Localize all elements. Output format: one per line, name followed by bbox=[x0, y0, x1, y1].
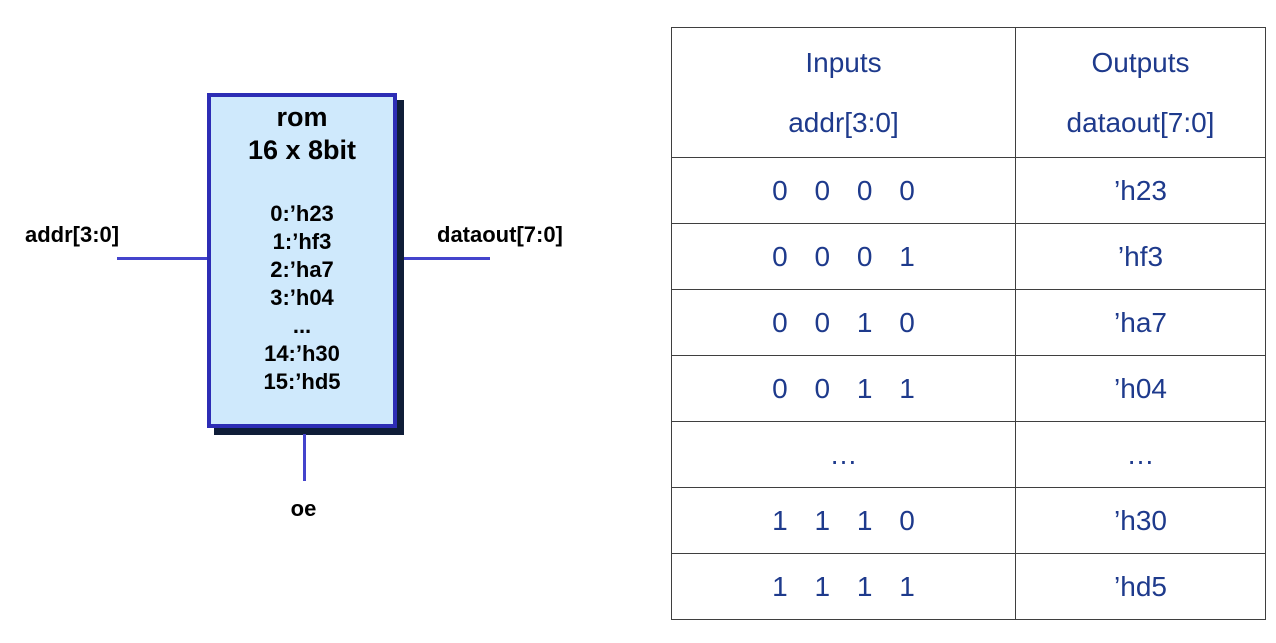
addr-cell: 0 0 0 0 bbox=[671, 157, 1016, 224]
memory-ellipsis: ... bbox=[292, 313, 312, 338]
dataout-cell: ’h04 bbox=[1015, 355, 1266, 422]
dataout-cell: ’hf3 bbox=[1015, 223, 1266, 290]
dataout-cell: ’ha7 bbox=[1015, 289, 1266, 356]
dataout-port-label: dataout[7:0] bbox=[437, 222, 563, 247]
rom-truth-table: Inputs addr[3:0] Outputs dataout[7:0] 0 … bbox=[671, 27, 1266, 620]
outputs-header: Outputs dataout[7:0] bbox=[1015, 27, 1266, 158]
memory-line: 2:’ha7 bbox=[270, 257, 334, 282]
memory-line: 1:’hf3 bbox=[272, 229, 332, 254]
outputs-header-subtitle: dataout[7:0] bbox=[1066, 106, 1215, 138]
rom-title: rom 16 x 8bit bbox=[211, 97, 393, 167]
rom-block: rom 16 x 8bit 0:’h23 1:’hf3 2:’ha7 3:’h0… bbox=[207, 93, 397, 428]
addr-cell: 0 0 0 1 bbox=[671, 223, 1016, 290]
inputs-header-title: Inputs bbox=[805, 46, 882, 78]
dataout-cell: ’h30 bbox=[1015, 487, 1266, 554]
oe-port-label: oe bbox=[290, 496, 317, 521]
dataout-wire bbox=[404, 257, 490, 260]
dataout-cell: … bbox=[1015, 421, 1266, 488]
addr-cell: 0 0 1 0 bbox=[671, 289, 1016, 356]
memory-line: 0:’h23 bbox=[270, 201, 334, 226]
table-row: 0 0 1 0 ’ha7 bbox=[671, 289, 1266, 356]
memory-line: 15:’hd5 bbox=[263, 369, 341, 394]
dataout-cell: ’hd5 bbox=[1015, 553, 1266, 620]
addr-cell: 1 1 1 1 bbox=[671, 553, 1016, 620]
table-header-row: Inputs addr[3:0] Outputs dataout[7:0] bbox=[671, 27, 1266, 158]
oe-wire bbox=[303, 434, 306, 481]
table-row: 0 0 0 1 ’hf3 bbox=[671, 223, 1266, 290]
table-row: 0 0 0 0 ’h23 bbox=[671, 157, 1266, 224]
dataout-cell: ’h23 bbox=[1015, 157, 1266, 224]
addr-wire bbox=[117, 257, 207, 260]
addr-cell: … bbox=[671, 421, 1016, 488]
addr-cell: 1 1 1 0 bbox=[671, 487, 1016, 554]
memory-line: 14:’h30 bbox=[264, 341, 340, 366]
rom-title-line1: rom bbox=[276, 102, 328, 132]
outputs-header-title: Outputs bbox=[1091, 46, 1190, 78]
memory-line: 3:’h04 bbox=[270, 285, 334, 310]
addr-cell: 0 0 1 1 bbox=[671, 355, 1016, 422]
rom-memory-contents: 0:’h23 1:’hf3 2:’ha7 3:’h04 ... 14:’h30 … bbox=[211, 200, 393, 396]
rom-title-line2: 16 x 8bit bbox=[247, 135, 357, 165]
table-row: 1 1 1 1 ’hd5 bbox=[671, 553, 1266, 620]
inputs-header: Inputs addr[3:0] bbox=[671, 27, 1016, 158]
table-row-ellipsis: … … bbox=[671, 421, 1266, 488]
table-row: 0 0 1 1 ’h04 bbox=[671, 355, 1266, 422]
table-row: 1 1 1 0 ’h30 bbox=[671, 487, 1266, 554]
addr-port-label: addr[3:0] bbox=[25, 222, 120, 247]
inputs-header-subtitle: addr[3:0] bbox=[788, 106, 899, 138]
